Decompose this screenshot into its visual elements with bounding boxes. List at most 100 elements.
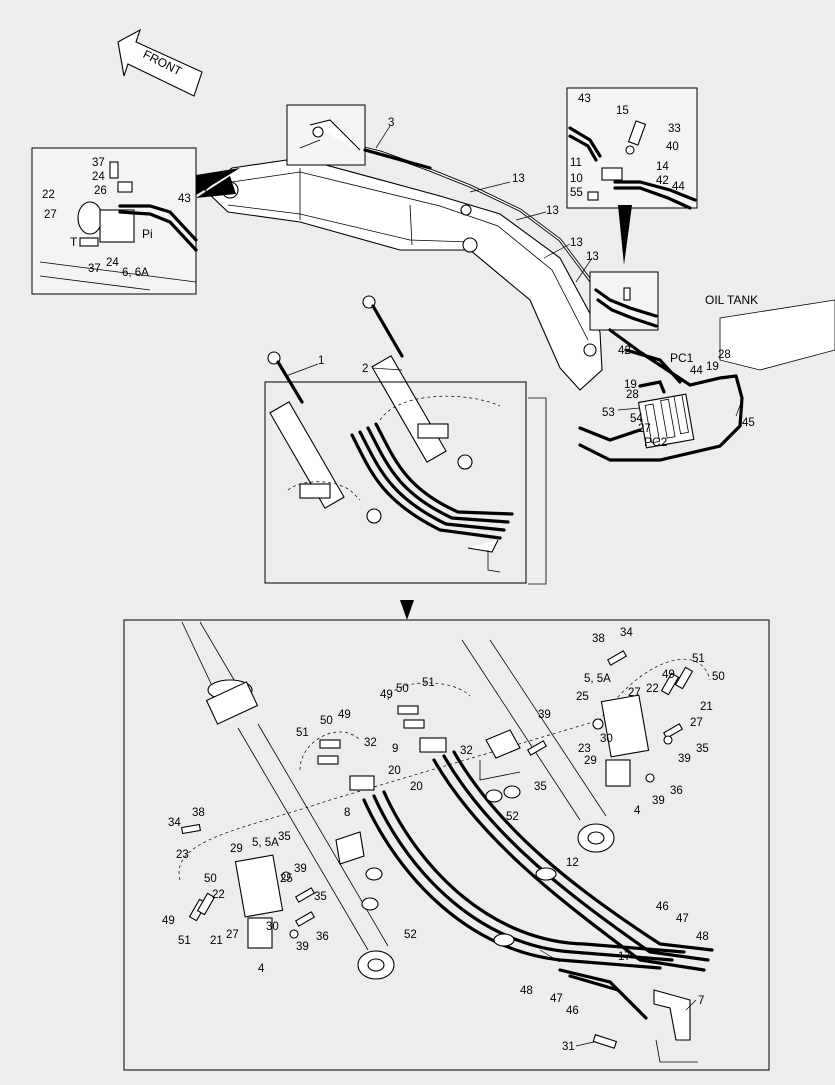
callout-35: 35 [534, 781, 547, 793]
callout-2: 2 [362, 363, 368, 375]
callout-47: 47 [550, 993, 563, 1005]
callout-32: 32 [460, 745, 473, 757]
callout-30: 30 [600, 733, 613, 745]
callout-35: 35 [696, 743, 709, 755]
callout-49: 49 [338, 709, 351, 721]
callout-43: 43 [578, 93, 591, 105]
callout-39: 39 [678, 753, 691, 765]
callout-34: 34 [168, 817, 181, 829]
oil-tank-label: OIL TANK [705, 293, 758, 307]
callout-21: 21 [210, 935, 223, 947]
callout-25: 25 [280, 873, 293, 885]
callout-17: 17 [618, 951, 631, 963]
callout-27: 27 [690, 717, 703, 729]
callout-19: 19 [706, 361, 719, 373]
valve-block-6 [99, 209, 135, 243]
callout-50: 50 [712, 671, 725, 683]
pc2-label: PC2 [644, 435, 668, 449]
callout-50: 50 [396, 683, 409, 695]
callout-47: 47 [676, 913, 689, 925]
detail-box-top-right [566, 87, 698, 265]
callout-33: 33 [668, 123, 681, 135]
callout-48: 48 [696, 931, 709, 943]
callout-31: 31 [562, 1041, 575, 1053]
callout-10: 10 [570, 173, 583, 185]
callout-55: 55 [570, 187, 583, 199]
callout-40: 40 [666, 141, 679, 153]
callout-34: 34 [620, 627, 633, 639]
boom [196, 157, 603, 391]
callout-51: 51 [692, 653, 705, 665]
detail-box-middle [264, 381, 547, 620]
callout-35: 35 [278, 831, 291, 843]
callout-28: 28 [718, 349, 731, 361]
callout-14: 14 [656, 161, 669, 173]
t-label: T [70, 235, 78, 249]
callout-49: 49 [662, 669, 675, 681]
callout-50: 50 [204, 873, 217, 885]
callout-43: 43 [178, 193, 191, 205]
callout-15: 15 [616, 105, 629, 117]
callout-13: 13 [570, 237, 583, 249]
callout-9: 9 [392, 743, 398, 755]
callout-44: 44 [690, 365, 703, 377]
callout-24: 24 [92, 171, 105, 183]
callout-24: 24 [106, 257, 119, 269]
callout-4: 4 [634, 805, 641, 817]
detail-box-top-left [31, 147, 240, 295]
callout-7: 7 [698, 995, 704, 1007]
callout-37: 37 [88, 263, 101, 275]
oil-tank [719, 299, 835, 371]
callout-30: 30 [266, 921, 279, 933]
callout-21: 21 [700, 701, 713, 713]
callout-44: 44 [672, 181, 685, 193]
callout-37: 37 [92, 157, 105, 169]
text-labels: OIL TANK PC1 PC2 Pi T [70, 227, 758, 449]
detail-box-bottom [123, 619, 770, 1071]
pc1-label: PC1 [670, 351, 694, 365]
leader-lines [285, 125, 743, 1047]
callout-50: 50 [320, 715, 333, 727]
valve-block-4-left [234, 854, 284, 918]
callout-36: 36 [670, 785, 683, 797]
bolt-37 [109, 161, 119, 179]
callout-46: 46 [656, 901, 669, 913]
callout-49: 49 [162, 915, 175, 927]
callout-36: 36 [316, 931, 329, 943]
callout-27: 27 [44, 209, 57, 221]
callout-29: 29 [584, 755, 597, 767]
callout-46: 46 [566, 1005, 579, 1017]
callout-38: 38 [592, 633, 605, 645]
control-valve [637, 393, 695, 449]
callout-26: 26 [94, 185, 107, 197]
callout-42: 42 [656, 175, 669, 187]
callout-23: 23 [176, 849, 189, 861]
callout-49: 49 [380, 689, 393, 701]
callout-27: 27 [638, 423, 651, 435]
callout-8: 8 [344, 807, 350, 819]
callout-28: 28 [626, 389, 639, 401]
callout-20: 20 [388, 765, 401, 777]
callout-39: 39 [652, 795, 665, 807]
detail-box-top [286, 104, 432, 170]
callout-54: 54 [630, 413, 643, 425]
callout-52: 52 [506, 811, 519, 823]
callout-51: 51 [422, 677, 435, 689]
callout-22: 22 [212, 889, 225, 901]
callout-27: 27 [226, 929, 239, 941]
callout-5-5a: 5, 5A [584, 673, 611, 685]
callout-52: 52 [404, 929, 417, 941]
callout-numbers: 1 2 3 13 13 13 13 42 44 45 53 28 19 19 2… [42, 93, 755, 1053]
callout-51: 51 [178, 935, 191, 947]
callout-39: 39 [538, 709, 551, 721]
callout-13: 13 [586, 251, 599, 263]
callout-38: 38 [192, 807, 205, 819]
valve-block-4-right [600, 694, 650, 758]
callout-11: 11 [570, 157, 582, 169]
callout-12: 12 [566, 857, 579, 869]
callout-13: 13 [546, 205, 559, 217]
callout-39: 39 [296, 941, 309, 953]
callout-39: 39 [294, 863, 307, 875]
callout-25: 25 [576, 691, 589, 703]
